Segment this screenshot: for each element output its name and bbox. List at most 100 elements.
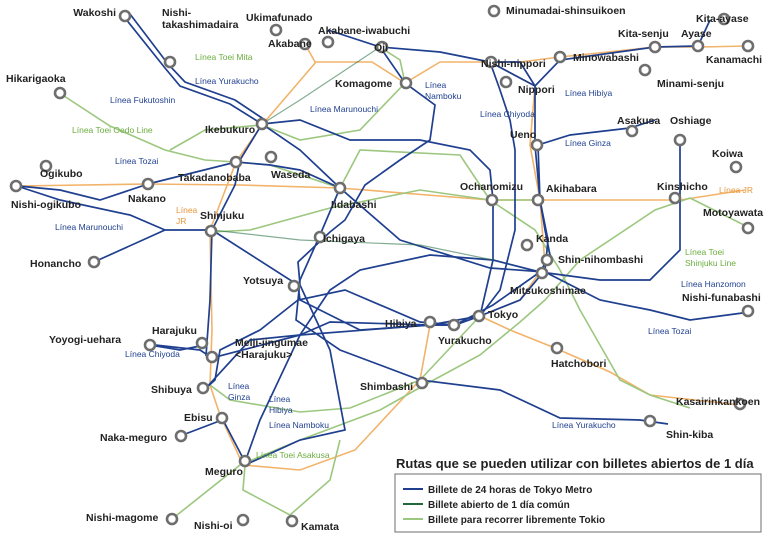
- station-wakoshi: Wakoshi: [73, 7, 132, 23]
- line-label-l-nea-namboku: Línea Namboku: [269, 420, 329, 430]
- station-label: Hibiya: [385, 318, 417, 330]
- station-label: Tokyo: [488, 309, 518, 321]
- line-label-l-nea-toei-asakusa: Línea Toei Asakusa: [256, 450, 330, 460]
- station-marker: [741, 39, 755, 53]
- metro-lines: [17, 13, 751, 466]
- line-label-l-nea-marunouchi: Línea Marunouchi: [310, 104, 378, 114]
- station-marker: [205, 350, 219, 364]
- line-label-l-nea-toei-oedo-line: Línea Toei Oedo Line: [72, 125, 153, 135]
- station-marker: [321, 35, 335, 49]
- station-kasairinkankoen: Kasairinkankoen: [676, 396, 760, 411]
- station-label: Yoyogi-uehara: [49, 334, 121, 346]
- station-marker: [625, 124, 639, 138]
- stations: Wakoshi Nishi-takashimadaira UkimafunadoMi…: [6, 4, 763, 533]
- station-label: Akihabara: [546, 183, 597, 195]
- station-label: Hatchobori: [551, 358, 607, 370]
- station-label: Naka-meguro: [100, 432, 167, 444]
- station-label: Mitsukoshimae: [510, 285, 586, 297]
- station-mitsukoshimae: Mitsukoshimae: [510, 266, 586, 297]
- line-label-l-nea-hanzomon: Línea Hanzomon: [681, 279, 746, 289]
- station-ebisu: Ebisu: [184, 411, 229, 425]
- station-marker: [729, 160, 743, 174]
- station-label: Yurakucho: [438, 335, 492, 347]
- station-marker: [87, 255, 101, 269]
- station-label: Ikebukuro: [205, 124, 255, 136]
- station-yurakucho: Yurakucho: [438, 318, 492, 347]
- station-marker: [673, 133, 687, 147]
- station-label: Shimbashi: [360, 381, 413, 393]
- station-label: Ochanomizu: [460, 181, 523, 193]
- station-marker: [485, 193, 499, 207]
- station-kamata: Kamata: [285, 514, 339, 533]
- station-marker: [530, 138, 544, 152]
- station-label: Ukimafunado: [246, 12, 313, 24]
- station-iidabashi: Iidabashi: [331, 181, 377, 211]
- legend-item-free: Billete para recorrer libremente Tokio: [428, 515, 605, 526]
- station-label: Oji: [374, 42, 388, 54]
- station-honancho: Honancho: [30, 255, 101, 270]
- station-harajuku: Harajuku: [152, 325, 209, 350]
- station-marker: [741, 304, 755, 318]
- station-label: Koiwa: [712, 148, 743, 160]
- station-yotsuya: Yotsuya: [243, 275, 301, 293]
- station-label: Ogikubo: [40, 168, 83, 180]
- station-marker: [520, 238, 534, 252]
- station-ogikubo: Ogikubo: [39, 159, 83, 180]
- station-marker: [487, 4, 501, 18]
- station-label: Nippori: [518, 84, 555, 96]
- station-akihabara: Akihabara: [531, 183, 597, 207]
- station-marker: [333, 181, 347, 195]
- station-shin-nihombashi: Shin-nihombashi: [540, 253, 643, 267]
- station-label: Kanda: [536, 233, 568, 245]
- station-marker: [313, 230, 327, 244]
- station-label: Honancho: [30, 258, 81, 270]
- station-hikarigaoka: Hikarigaoka: [6, 73, 67, 100]
- station-marker: [165, 512, 179, 526]
- station-label: Ayase: [681, 28, 712, 40]
- station-label: Minami-senju: [657, 78, 724, 90]
- station-label: Nishi-magome: [86, 512, 159, 524]
- station-label: Motoyawata: [703, 207, 763, 219]
- station-asakusa: Asakusa: [617, 115, 660, 138]
- station-kita-senju: Kita-senju: [618, 28, 669, 54]
- line-label-l-nea-hibiya: Línea Hibiya: [565, 88, 613, 98]
- station-marker: [717, 12, 731, 26]
- station-ayase: Ayase: [681, 28, 712, 53]
- line-label-l-nea-chiyoda: Línea Chiyoda: [480, 109, 535, 119]
- station-label: Wakoshi: [73, 7, 116, 19]
- station-label: Ebisu: [184, 412, 213, 424]
- station-shinjuku: Shinjuku: [200, 210, 244, 238]
- station-nishi-takashimadaira: Nishi-takashimadaira: [162, 7, 239, 69]
- station-shin-kiba: Shin-kiba: [643, 414, 713, 441]
- station-marker: [196, 381, 210, 395]
- station-label: Kasairinkankoen: [676, 396, 760, 408]
- station-marker: [472, 309, 486, 323]
- station-minami-senju: Minami-senju: [638, 63, 724, 90]
- station-yoyogi-uehara: Yoyogi-uehara: [49, 334, 157, 352]
- station-label: Shinjuku: [200, 210, 244, 222]
- station-marker: [741, 221, 755, 235]
- line-label-l-nea-yurakucho: Línea Yurakucho: [195, 76, 259, 86]
- station-marker: [550, 341, 564, 355]
- station-label: Kita-senju: [618, 28, 669, 40]
- station-marker: [39, 159, 53, 173]
- station-label: Kanamachi: [706, 54, 762, 66]
- station-marker: [553, 50, 567, 64]
- station-marker: [733, 397, 747, 411]
- station-label: Akabane-iwabuchi: [318, 25, 410, 37]
- station-takadanobaba: Takadanobaba: [178, 155, 251, 184]
- station-label: Komagome: [335, 78, 392, 90]
- station-marker: [447, 318, 461, 332]
- station-marker: [9, 179, 23, 193]
- station-marker: [163, 55, 177, 69]
- station-koiwa: Koiwa: [712, 148, 743, 174]
- line-label-l-nea-jr: Línea JR: [719, 185, 753, 195]
- station-label: Ichigaya: [323, 233, 365, 245]
- station-ukimafunado: Ukimafunado: [246, 12, 313, 37]
- station-marker: [648, 40, 662, 54]
- station-marker: [298, 37, 312, 51]
- station-marker: [484, 55, 498, 69]
